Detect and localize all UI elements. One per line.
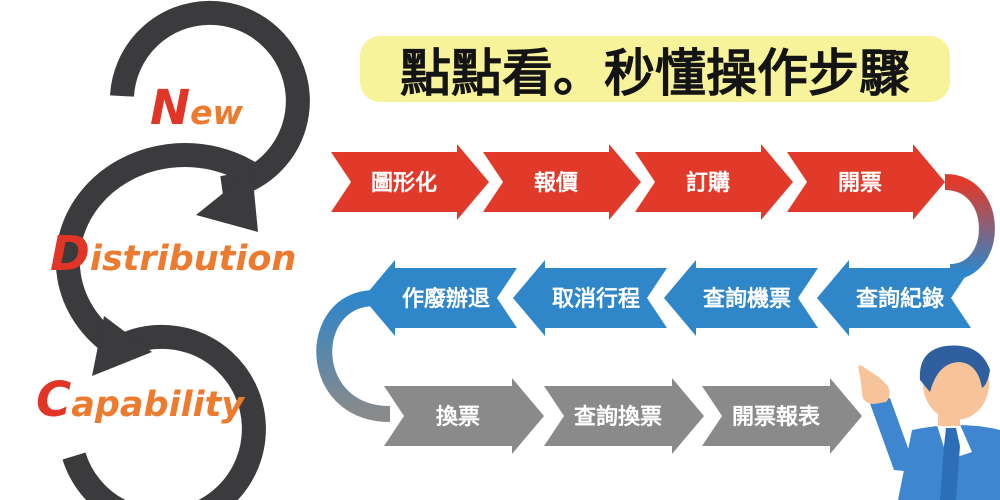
logo-rest-new: ew	[190, 93, 243, 132]
step-label: 取消行程	[552, 286, 640, 312]
step-label: 圖形化	[371, 170, 437, 196]
step-label: 開票	[838, 171, 882, 196]
logo-rest-capability: apability	[71, 385, 246, 425]
step-chevron	[331, 144, 489, 220]
step-label: 查詢換票	[574, 404, 662, 430]
process-step: 圖形化	[331, 144, 489, 220]
step-chevron	[384, 378, 544, 454]
loop-ring-top	[110, 0, 310, 200]
businessman-tie	[940, 428, 960, 500]
loop-ring-bottom	[62, 324, 266, 500]
process-step: 訂購	[635, 144, 793, 220]
process-step: 開票報表	[702, 378, 862, 454]
step-label: 查詢紀錄	[856, 286, 944, 312]
loop-arrowhead-top	[196, 170, 258, 232]
businessman-pointing-icon	[858, 345, 1000, 500]
page-title: 點點看。秒懂操作步驟	[400, 45, 910, 104]
process-step: 開票	[787, 144, 945, 220]
loop-arrowhead-middle	[92, 316, 152, 376]
row-connector-2-3	[316, 290, 391, 422]
logo-line-distribution: Distribution	[50, 226, 296, 282]
logo-initial-n: N	[150, 80, 190, 136]
step-chevron	[702, 378, 862, 454]
step-chevron	[817, 260, 971, 336]
businessman-hair	[919, 345, 990, 392]
businessman-hand	[858, 365, 890, 404]
process-step: 查詢換票	[544, 378, 704, 454]
process-step: 查詢機票	[664, 260, 818, 336]
step-chevron	[363, 260, 517, 336]
step-label: 報價	[534, 170, 579, 196]
step-label: 查詢機票	[703, 286, 791, 312]
process-step: 報價	[483, 144, 641, 220]
logo-initial-d: D	[50, 226, 90, 282]
process-step: 換票	[384, 378, 544, 454]
step-chevron	[544, 378, 704, 454]
step-label: 作廢辦退	[402, 286, 490, 312]
row-connector-1-2	[944, 174, 995, 280]
step-chevron	[635, 144, 793, 220]
title-highlight	[360, 36, 950, 102]
step-chevron	[664, 260, 818, 336]
loop-rings	[55, 0, 310, 500]
logo-line-new: New	[150, 80, 244, 136]
step-chevron	[787, 144, 945, 220]
ndc-logo: New Distribution Capability	[36, 0, 310, 500]
loop-ring-middle	[55, 143, 262, 356]
step-chevron	[483, 144, 641, 220]
step-label: 開票報表	[732, 404, 821, 430]
step-label: 換票	[436, 404, 480, 430]
step-chevron	[513, 260, 667, 336]
logo-initial-c: C	[36, 372, 71, 428]
logo-rest-distribution: istribution	[90, 239, 296, 279]
title-group: 點點看。秒懂操作步驟	[360, 36, 950, 104]
process-step: 取消行程	[513, 260, 667, 336]
process-step: 查詢紀錄	[817, 260, 971, 336]
process-step: 作廢辦退	[363, 260, 517, 336]
logo-line-capability: Capability	[36, 372, 246, 428]
step-label: 訂購	[686, 170, 730, 196]
